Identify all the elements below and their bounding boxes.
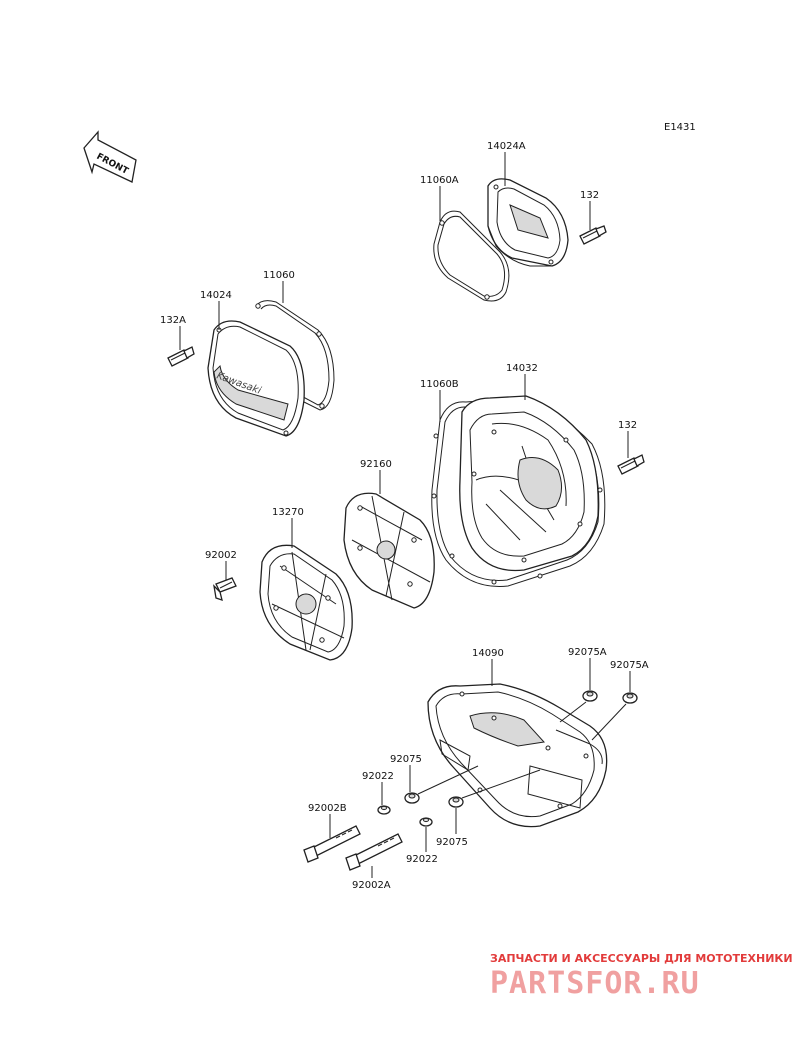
bolt-92002-icon [213, 577, 237, 601]
label-92022-lower: 92022 [406, 854, 438, 865]
label-11060b: 11060B [420, 379, 459, 390]
label-11060a: 11060A [420, 175, 459, 186]
plate-92160-shape [343, 492, 435, 609]
grommet-92075-upper-icon [404, 792, 420, 804]
diagram-code: E1431 [664, 122, 696, 133]
cover-14090-shape [427, 683, 608, 828]
label-14032: 14032 [506, 363, 538, 374]
label-14090: 14090 [472, 648, 504, 659]
gasket-11060-shape [255, 300, 335, 411]
label-13270: 13270 [272, 507, 304, 518]
bolt-92002b-icon [303, 825, 361, 863]
label-14024a: 14024A [487, 141, 526, 152]
watermark: ЗАПЧАСТИ И АКСЕССУАРЫ ДЛЯ МОТОТЕХНИКИ PA… [490, 952, 793, 1001]
label-14024: 14024 [200, 290, 232, 301]
label-92075a-2: 92075A [610, 660, 649, 671]
bolt-132-mid-icon [617, 454, 645, 475]
collar-92022-lower-icon [419, 817, 433, 827]
plate-13270-shape [259, 544, 353, 661]
grommet-92075a-1-icon [582, 690, 598, 702]
bolt-92002a-icon [345, 833, 403, 871]
cover-14024a-shape [487, 178, 569, 267]
front-arrow-icon: FRONT [83, 130, 137, 183]
label-92002: 92002 [205, 550, 237, 561]
grommet-92075-lower-icon [448, 796, 464, 808]
grommet-92075a-2-icon [622, 692, 638, 704]
label-92075-lower: 92075 [436, 837, 468, 848]
gasket-11060a-shape [433, 210, 510, 302]
bolt-132-top-icon [579, 225, 607, 245]
label-132a: 132A [160, 315, 186, 326]
label-92022-upper: 92022 [362, 771, 394, 782]
bolt-132a-icon [167, 346, 195, 367]
label-92002b: 92002B [308, 803, 347, 814]
label-92075a-1: 92075A [568, 647, 607, 658]
cover-14032-shape [459, 395, 599, 572]
watermark-brand: PARTSFOR.RU [490, 966, 700, 1001]
label-11060: 11060 [263, 270, 295, 281]
label-132-mid: 132 [618, 420, 637, 431]
label-92075-upper: 92075 [390, 754, 422, 765]
cover-14024-shape: Kawasaki [207, 320, 305, 437]
collar-92022-upper-icon [377, 805, 391, 815]
label-132-top: 132 [580, 190, 599, 201]
watermark-tagline: ЗАПЧАСТИ И АКСЕССУАРЫ ДЛЯ МОТОТЕХНИКИ [490, 952, 793, 965]
label-92160: 92160 [360, 459, 392, 470]
label-92002a: 92002A [352, 880, 391, 891]
